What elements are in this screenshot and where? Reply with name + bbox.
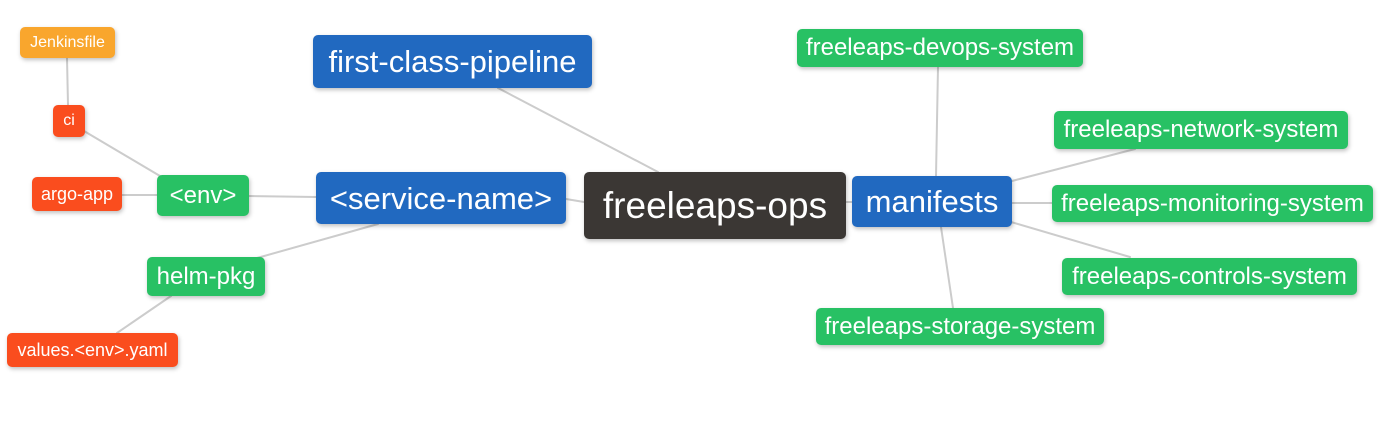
edge-service-name-helm-pkg [256, 223, 379, 259]
node-helm-pkg[interactable]: helm-pkg [147, 257, 265, 296]
node-label: argo-app [40, 184, 114, 204]
node-label: freeleaps-ops [602, 185, 828, 226]
node-label: freeleaps-controls-system [1072, 262, 1347, 290]
node-freeleaps-storage-system[interactable]: freeleaps-storage-system [816, 308, 1104, 345]
node-freeleaps-ops[interactable]: freeleaps-ops [584, 172, 846, 239]
edge-freeleaps-ops-service-name [565, 198, 585, 203]
node-label: freeleaps-storage-system [824, 312, 1096, 340]
edge-helm-pkg-values-env-yaml [116, 295, 172, 334]
node-ci[interactable]: ci [53, 105, 85, 137]
node-freeleaps-devops-system[interactable]: freeleaps-devops-system [797, 29, 1083, 67]
node-label: manifests [865, 184, 999, 219]
node-label: ci [63, 112, 75, 129]
node-label: freeleaps-monitoring-system [1061, 189, 1364, 217]
node-argo-app[interactable]: argo-app [32, 177, 122, 211]
node-freeleaps-controls-system[interactable]: freeleaps-controls-system [1062, 258, 1357, 295]
edge-manifests-freeleaps-devops-system [935, 66, 939, 177]
node-freeleaps-monitoring-system[interactable]: freeleaps-monitoring-system [1052, 185, 1373, 222]
edge-freeleaps-ops-first-class-pipeline [497, 87, 659, 173]
edge-manifests-freeleaps-controls-system [1010, 221, 1131, 258]
node-first-class-pipeline[interactable]: first-class-pipeline [313, 35, 592, 88]
edge-manifests-freeleaps-network-system [1011, 148, 1136, 182]
node-env[interactable]: <env> [157, 175, 249, 216]
node-label: Jenkinsfile [30, 33, 105, 51]
edge-ci-jenkinsfile [66, 57, 69, 106]
node-label: <env> [169, 181, 237, 209]
node-label: helm-pkg [156, 262, 256, 290]
node-label: values.<env>.yaml [17, 340, 168, 360]
node-service-name[interactable]: <service-name> [316, 172, 566, 224]
node-freeleaps-network-system[interactable]: freeleaps-network-system [1054, 111, 1348, 149]
edge-manifests-freeleaps-storage-system [940, 226, 954, 309]
node-jenkinsfile[interactable]: Jenkinsfile [20, 27, 115, 58]
node-label: first-class-pipeline [328, 44, 577, 79]
node-label: freeleaps-devops-system [805, 34, 1075, 61]
node-label: freeleaps-network-system [1063, 116, 1339, 143]
edge-service-name-env [248, 195, 317, 198]
node-manifests[interactable]: manifests [852, 176, 1012, 227]
node-label: <service-name> [329, 180, 553, 216]
node-values-env-yaml[interactable]: values.<env>.yaml [7, 333, 178, 367]
edge-env-ci [83, 130, 161, 177]
